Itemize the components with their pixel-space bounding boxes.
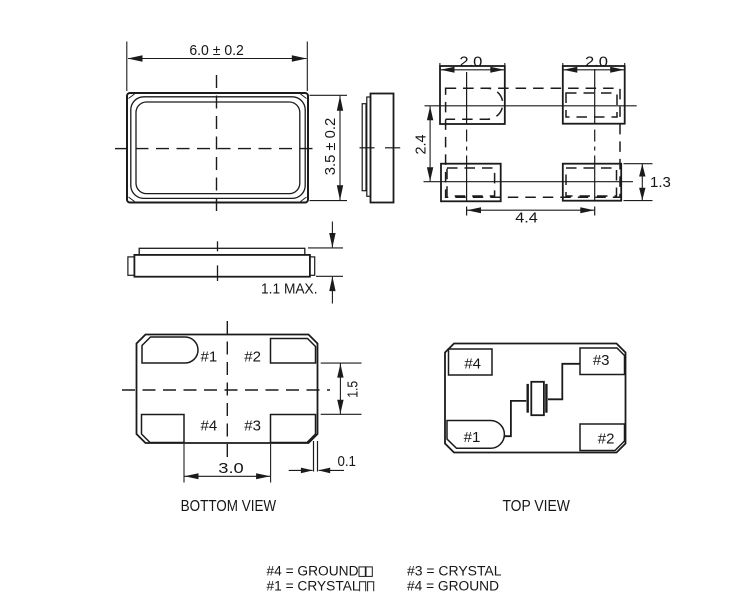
svg-text:#4 = GROUND: #4 = GROUND <box>407 579 499 594</box>
svg-text:3.0: 3.0 <box>218 460 244 477</box>
svg-text:4.4: 4.4 <box>515 210 538 227</box>
svg-text:1.3: 1.3 <box>650 174 671 191</box>
svg-text:#3: #3 <box>244 418 261 435</box>
svg-text:1.1 MAX.: 1.1 MAX. <box>261 281 318 298</box>
svg-text:TOP VIEW: TOP VIEW <box>502 498 570 515</box>
svg-text:0.1: 0.1 <box>337 453 356 470</box>
svg-text:#4: #4 <box>464 356 481 373</box>
svg-text:1.5: 1.5 <box>345 381 362 398</box>
svg-text:#4: #4 <box>201 418 218 435</box>
svg-text:BOTTOM VIEW: BOTTOM VIEW <box>181 498 277 515</box>
svg-text:#3: #3 <box>593 352 610 369</box>
svg-text:#1 = CRYSTAL: #1 = CRYSTAL <box>267 579 361 594</box>
svg-text:3.5 ± 0.2: 3.5 ± 0.2 <box>322 118 339 176</box>
svg-text:2.4: 2.4 <box>413 135 430 155</box>
svg-text:6.0 ± 0.2: 6.0 ± 0.2 <box>189 42 244 59</box>
svg-text:#3 = CRYSTAL: #3 = CRYSTAL <box>407 564 502 579</box>
svg-text:2.0: 2.0 <box>459 54 482 71</box>
svg-text:#2: #2 <box>244 348 261 365</box>
svg-text:2.0: 2.0 <box>585 54 608 71</box>
svg-text:#1: #1 <box>464 429 481 446</box>
svg-text:#1: #1 <box>201 348 218 365</box>
svg-text:#2: #2 <box>598 431 615 448</box>
svg-text:#4 = GROUND: #4 = GROUND <box>267 564 359 579</box>
